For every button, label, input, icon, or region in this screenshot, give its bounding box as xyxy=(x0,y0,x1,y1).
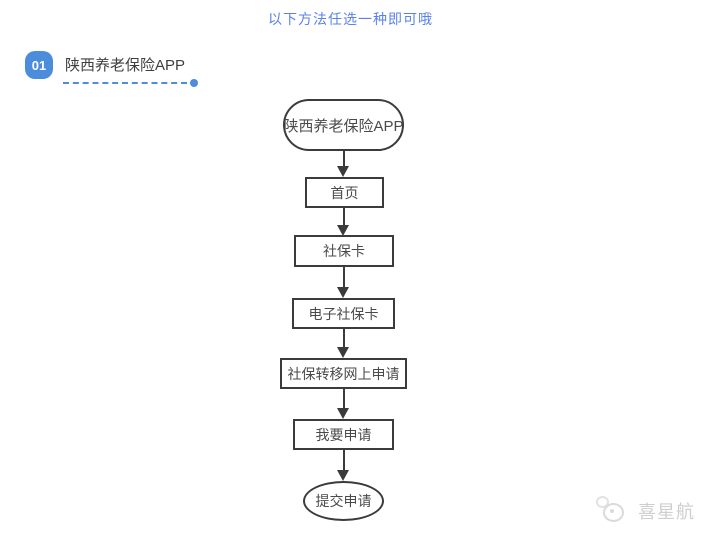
arrow-head xyxy=(337,166,349,177)
flow-node-i-want-apply: 我要申请 xyxy=(293,419,394,450)
arrow-head xyxy=(337,287,349,298)
arrow-stem xyxy=(342,267,345,289)
underline-end-dot-icon xyxy=(190,79,199,87)
down-arrow-icon xyxy=(337,267,350,298)
down-arrow-icon xyxy=(337,329,350,358)
flow-node-home: 首页 xyxy=(305,177,384,208)
down-arrow-icon xyxy=(337,450,350,481)
logo-dot xyxy=(610,509,614,513)
tip-text: 以下方法任选一种即可哦 xyxy=(268,11,433,27)
section-number-badge: 01 xyxy=(25,51,53,79)
arrow-stem xyxy=(342,151,345,168)
down-arrow-icon xyxy=(337,208,350,236)
section-title-label: 陕西养老保险APP xyxy=(65,57,186,74)
arrow-stem xyxy=(342,389,345,410)
watermark-text: 喜星航 xyxy=(638,502,695,522)
overlapping-circles-logo-icon xyxy=(595,495,631,527)
down-arrow-icon xyxy=(337,151,350,177)
section-title: 陕西养老保险APP xyxy=(63,54,199,87)
logo-big-circle xyxy=(603,503,624,522)
arrow-stem xyxy=(342,329,345,349)
arrow-stem xyxy=(342,208,345,227)
arrow-head xyxy=(337,408,349,419)
down-arrow-icon xyxy=(337,389,350,419)
flow-node-app: 陕西养老保险APP xyxy=(283,99,404,151)
flow-node-transfer-online-apply: 社保转移网上申请 xyxy=(280,358,407,389)
arrow-stem xyxy=(342,450,345,472)
arrow-head xyxy=(337,347,349,358)
arrow-head xyxy=(337,470,349,481)
arrow-head xyxy=(337,225,349,236)
flow-node-social-card: 社保卡 xyxy=(294,235,394,267)
flow-node-submit: 提交申请 xyxy=(303,481,384,521)
watermark: 喜星航 xyxy=(595,495,695,527)
flow-node-e-social-card: 电子社保卡 xyxy=(292,298,395,329)
